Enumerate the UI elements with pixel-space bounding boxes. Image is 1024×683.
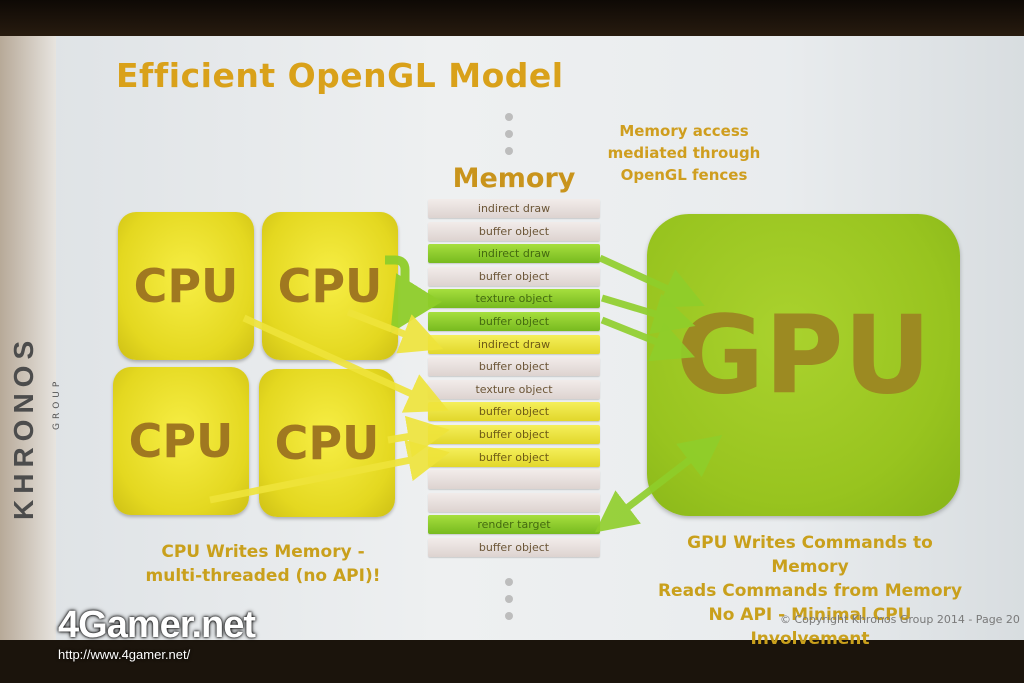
khronos-logo: KHRONOS <box>8 334 39 520</box>
cpu-block-top-left: CPU <box>118 212 254 360</box>
bottom-ellipsis-dots <box>505 578 513 629</box>
memory-row: texture object <box>428 379 600 399</box>
cpu-block-top-right: CPU <box>262 212 398 360</box>
slide-title: Efficient OpenGL Model <box>116 56 564 95</box>
khronos-logo-sub: GROUP <box>52 377 62 430</box>
gpu-caption: GPU Writes Commands to Memory Reads Comm… <box>657 533 963 649</box>
cpu-label: CPU <box>128 414 234 468</box>
memory-row: indirect draw <box>428 199 600 218</box>
cpu-block-bottom-left: CPU <box>113 367 249 515</box>
memory-row: buffer object <box>428 357 600 377</box>
memory-row: texture object <box>428 289 600 309</box>
fence-note: Memory access mediated through OpenGL fe… <box>607 122 761 184</box>
memory-row: buffer object <box>428 402 600 422</box>
cpu-label: CPU <box>277 259 383 313</box>
watermark-url: http://www.4gamer.net/ <box>58 647 191 662</box>
cpu-caption: CPU Writes Memory - multi-threaded (no A… <box>145 542 381 586</box>
ceiling-dark-band <box>0 0 1024 40</box>
copyright-footer: © Copyright Khronos Group 2014 - Page 20 <box>780 613 1020 626</box>
gpu-block: GPU <box>647 214 960 516</box>
cpu-block-bottom-right: CPU <box>259 369 395 517</box>
memory-row <box>428 492 600 512</box>
watermark-brand: 4Gamer.net <box>58 604 256 646</box>
memory-row: buffer object <box>428 537 600 557</box>
memory-row: indirect draw <box>428 334 600 354</box>
floor-dark-band <box>0 640 1024 683</box>
top-ellipsis-dots <box>505 113 513 164</box>
memory-row: buffer object <box>428 447 600 467</box>
cpu-label: CPU <box>133 259 239 313</box>
memory-row: render target <box>428 515 600 535</box>
cpu-label: CPU <box>274 416 380 470</box>
memory-row <box>428 470 600 490</box>
memory-row: buffer object <box>428 221 600 241</box>
memory-row: indirect draw <box>428 244 600 264</box>
memory-row: buffer object <box>428 424 600 444</box>
memory-row: buffer object <box>428 266 600 286</box>
memory-title: Memory <box>452 163 576 194</box>
slide-left-edge <box>0 36 56 642</box>
gpu-label: GPU <box>675 293 932 419</box>
memory-row: buffer object <box>428 311 600 331</box>
